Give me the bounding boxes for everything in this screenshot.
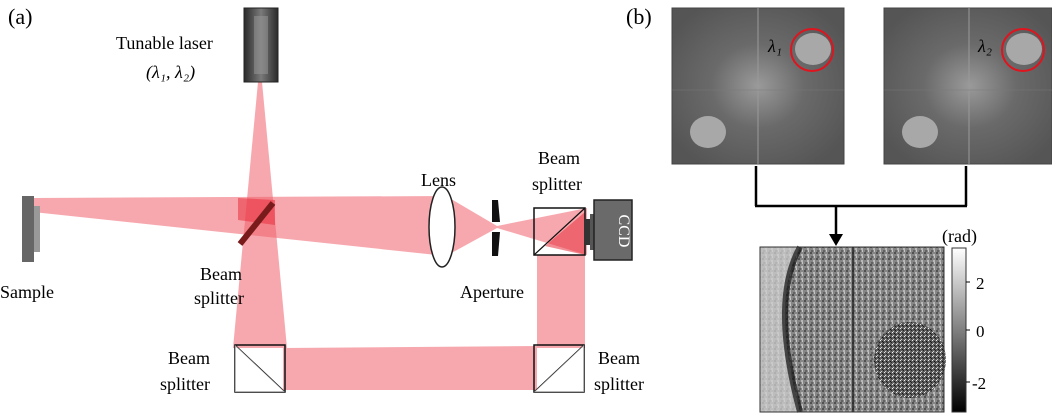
- sample: [22, 196, 40, 262]
- tunable-laser: [243, 7, 279, 83]
- beam-right-vertical: [537, 255, 585, 348]
- fft-image-lambda1: [671, 7, 845, 165]
- bs-bottom-right-line2: splitter: [594, 374, 644, 394]
- laser-label: Tunable laser: [116, 33, 213, 53]
- selection-circle-lambda1: [790, 28, 834, 72]
- lambda2-label: λ₂: [977, 36, 992, 56]
- phase-map-image: [759, 245, 946, 413]
- beam-splitter-cube-bottom-right: [533, 344, 585, 393]
- bs-top-right-line2: splitter: [532, 174, 582, 194]
- beam-splitter-cube-bottom-left: [234, 344, 286, 393]
- sample-label: Sample: [0, 282, 54, 302]
- selection-circle-lambda2: [1001, 28, 1045, 72]
- bs-center-line1: Beam: [200, 264, 242, 284]
- fft-image-lambda2: [883, 7, 1052, 165]
- lens-label: Lens: [421, 170, 456, 190]
- beam-overlaps: [238, 198, 585, 255]
- colorbar-tick-0: 0: [976, 322, 985, 341]
- bs-bottom-left-line2: splitter: [160, 374, 210, 394]
- bs-bottom-right-line1: Beam: [598, 348, 640, 368]
- colorbar-tick-2: 2: [976, 274, 985, 293]
- aperture: [492, 200, 500, 256]
- merge-connector: [754, 166, 968, 236]
- ccd-camera: [584, 199, 633, 261]
- aperture-label: Aperture: [460, 282, 524, 302]
- bs-top-right-line1: Beam: [538, 148, 580, 168]
- laser-wavelengths: (λ₁, λ₂): [146, 62, 195, 83]
- laser-beams: [33, 82, 587, 390]
- ccd-label: CCD: [615, 215, 632, 248]
- panel-b: (b) λ₁ λ₂: [626, 4, 1052, 413]
- beam-splitter-plate: [237, 201, 276, 246]
- colorbar-tick-neg2: -2: [972, 374, 986, 393]
- down-arrowhead: [829, 234, 843, 246]
- lambda1-label: λ₁: [767, 36, 782, 56]
- beam-sample-cone: [33, 196, 446, 256]
- lens: [428, 186, 456, 268]
- colorbar: [951, 247, 970, 413]
- panel-a: (a) Tunable laser (λ₁, λ₂): [0, 4, 644, 394]
- colorbar-unit: (rad): [942, 226, 977, 247]
- beam-lens-to-aperture: [446, 196, 497, 256]
- beam-bottom-horizontal: [283, 346, 537, 390]
- panel-b-label: (b): [626, 4, 652, 29]
- bs-center-line2: splitter: [194, 288, 244, 308]
- bs-bottom-left-line1: Beam: [168, 348, 210, 368]
- panel-a-label: (a): [8, 4, 32, 29]
